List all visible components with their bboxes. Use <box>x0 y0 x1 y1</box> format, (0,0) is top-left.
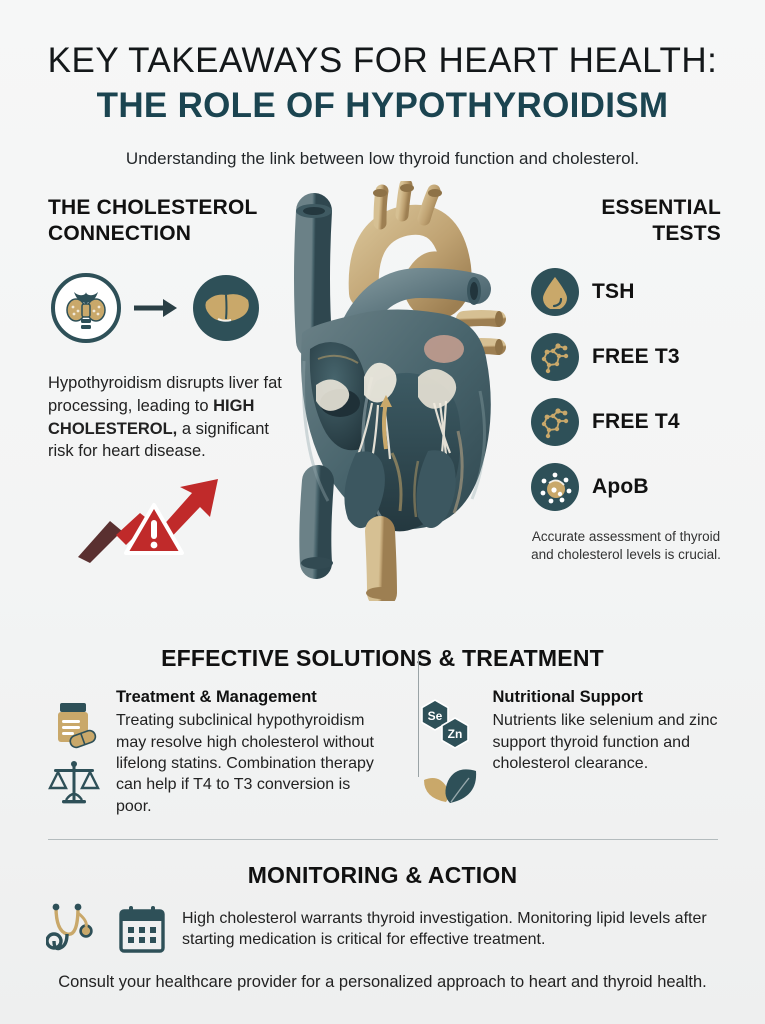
tests-heading-line2: TESTS <box>652 221 721 245</box>
risk-warning-graphic <box>68 473 286 563</box>
treatment-copy: Treatment & Management Treating subclini… <box>116 688 383 817</box>
pill-bottle-icon <box>48 698 100 750</box>
monitoring-heading: MONITORING & ACTION <box>247 862 518 889</box>
page-tagline: Understanding the link between low thyro… <box>125 149 640 169</box>
cholesterol-heading-line2: CONNECTION <box>48 221 192 245</box>
column-divider <box>418 655 419 778</box>
thyroid-gland-icon <box>48 270 124 346</box>
stethoscope-icon <box>46 901 102 957</box>
svg-text:Se: Se <box>427 709 442 723</box>
monitoring-row: High cholesterol warrants thyroid invest… <box>0 901 765 957</box>
solution-nutritional-support: Se Zn <box>383 688 722 817</box>
cholesterol-heading-line1: THE CHOLESTEROL <box>48 196 258 220</box>
nutrition-text: Nutrients like selenium and zinc support… <box>492 712 718 772</box>
section-divider <box>47 839 718 841</box>
treatment-text: Treating subclinical hypothyroidism may … <box>116 712 374 815</box>
header: KEY TAKEAWAYS FOR HEART HEALTH: THE ROLE… <box>0 0 765 169</box>
lipoprotein-particle-icon <box>531 463 579 512</box>
test-label: FREE T4 <box>592 410 680 434</box>
cholesterol-text-part1: Hypothyroidism disrupts liver fat proces… <box>48 374 282 415</box>
nutrition-title: Nutritional Support <box>492 688 643 707</box>
consult-text: Consult your healthcare provider for a p… <box>58 973 707 992</box>
solutions-grid: Treatment & Management Treating subclini… <box>0 655 765 817</box>
leaf-icon <box>420 762 480 804</box>
cholesterol-text-part2: a significant risk for heart disease. <box>48 419 269 461</box>
cholesterol-text-emphasis: HIGH CHOLESTEROL, <box>48 396 255 438</box>
balance-scales-icon <box>48 758 100 808</box>
monitoring-section: MONITORING & ACTION <box>0 862 765 992</box>
thyroid-to-liver-diagram <box>48 270 286 346</box>
solution-treatment-management: Treatment & Management Treating subclini… <box>44 688 383 817</box>
treatment-icons <box>44 688 104 817</box>
nutrition-copy: Nutritional Support Nutrients like selen… <box>493 688 722 817</box>
test-label: TSH <box>592 280 635 304</box>
solutions-heading: EFFECTIVE SOLUTIONS & TREATMENT <box>161 645 604 672</box>
cholesterol-connection-block: THE CHOLESTEROL CONNECTION <box>48 195 286 563</box>
essential-tests-block: ESSENTIAL TESTS TSH <box>531 195 721 564</box>
liver-icon <box>188 270 264 346</box>
calendar-icon <box>116 903 168 955</box>
middle-section: THE CHOLESTEROL CONNECTION <box>0 181 765 615</box>
molecule-icon <box>531 333 579 382</box>
tests-heading: ESSENTIAL TESTS <box>531 195 721 246</box>
page-title-line2: THE ROLE OF HYPOTHYROIDISM <box>96 85 669 125</box>
svg-text:Zn: Zn <box>447 727 462 741</box>
nutrition-icons: Se Zn <box>419 688 481 817</box>
monitoring-text: High cholesterol warrants thyroid invest… <box>182 909 707 949</box>
test-label: ApoB <box>592 475 649 499</box>
test-item-apob[interactable]: ApoB <box>531 463 721 512</box>
test-label: FREE T3 <box>592 345 680 369</box>
page-title-line1: KEY TAKEAWAYS FOR HEART HEALTH: <box>47 41 718 80</box>
mineral-hexagons: Se Zn <box>419 698 481 754</box>
heart-illustration <box>268 181 518 602</box>
molecule-icon <box>531 398 579 447</box>
tests-note: Accurate assessment of thyroid and chole… <box>531 529 721 563</box>
treatment-title: Treatment & Management <box>116 688 317 707</box>
tests-heading-line1: ESSENTIAL <box>601 196 721 220</box>
solutions-section: EFFECTIVE SOLUTIONS & TREATMENT <box>0 645 765 841</box>
test-item-tsh[interactable]: TSH <box>531 268 721 317</box>
blood-drop-icon <box>531 268 579 317</box>
cholesterol-heading: THE CHOLESTEROL CONNECTION <box>48 195 286 246</box>
tests-list: TSH <box>531 268 721 512</box>
cholesterol-body-text: Hypothyroidism disrupts liver fat proces… <box>48 372 286 462</box>
test-item-free-t4[interactable]: FREE T4 <box>531 398 721 447</box>
arrow-right-icon <box>134 297 178 319</box>
test-item-free-t3[interactable]: FREE T3 <box>531 333 721 382</box>
